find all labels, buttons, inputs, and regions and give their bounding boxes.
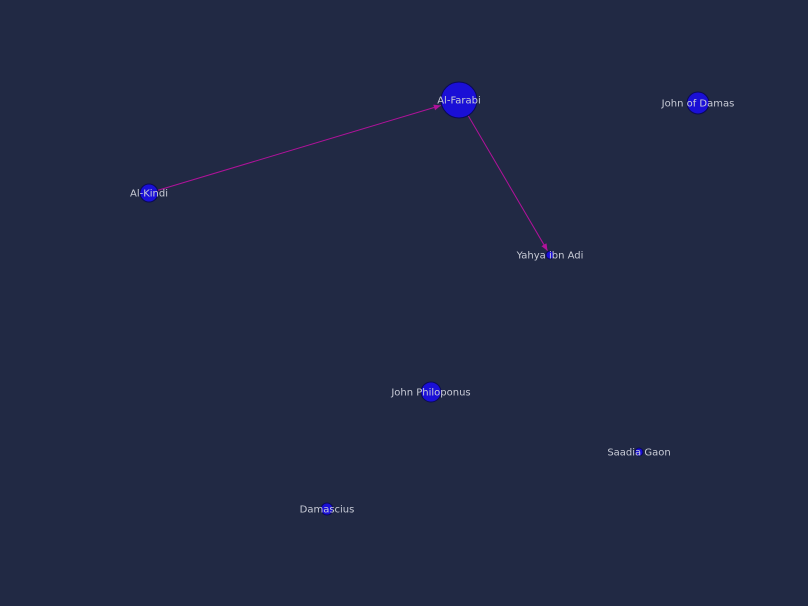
nodes-layer bbox=[139, 81, 710, 516]
node-label-yahya-ibn-adi: Yahya ibn Adi bbox=[516, 251, 584, 262]
node-label-al-farabi: Al-Farabi bbox=[437, 96, 481, 107]
node-damascius[interactable] bbox=[320, 502, 334, 516]
node-label-saadia-gaon: Saadia Gaon bbox=[607, 448, 670, 459]
edge-al-kindi-to-al-farabi bbox=[157, 104, 441, 191]
node-label-john-of-damas: John of Damas bbox=[661, 99, 735, 110]
node-saadia-gaon[interactable] bbox=[634, 447, 644, 457]
node-john-of-damas[interactable] bbox=[686, 91, 710, 115]
edges-layer bbox=[157, 104, 548, 251]
node-al-farabi[interactable] bbox=[440, 81, 478, 119]
node-al-kindi[interactable] bbox=[139, 183, 159, 203]
node-label-damascius: Damascius bbox=[300, 505, 355, 516]
node-label-al-kindi: Al-Kindi bbox=[130, 189, 168, 200]
node-john-philoponus[interactable] bbox=[420, 381, 442, 403]
node-label-john-philoponus: John Philoponus bbox=[390, 388, 470, 399]
node-yahya-ibn-adi[interactable] bbox=[545, 250, 555, 260]
edge-al-farabi-to-yahya-ibn-adi bbox=[467, 115, 548, 251]
